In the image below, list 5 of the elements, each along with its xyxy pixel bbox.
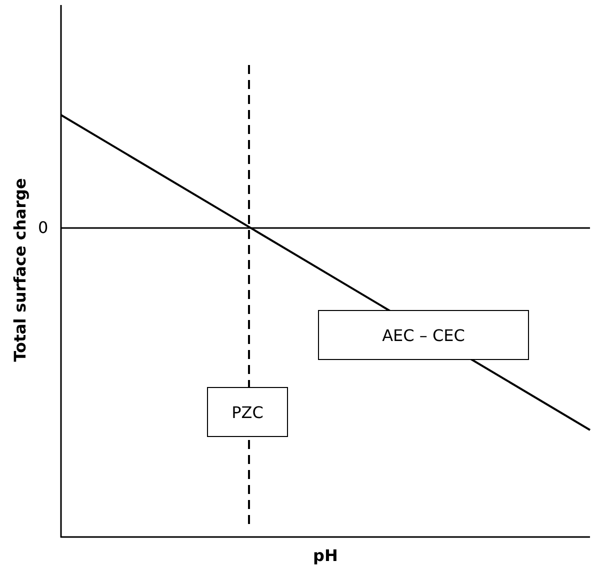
text-box: PZC [207,387,288,437]
text-box: AEC – CEC [318,310,529,360]
tick-label: 0 [38,218,48,237]
y-axis-title: Total surface charge [10,178,30,362]
x-axis-title: pH [313,546,338,565]
